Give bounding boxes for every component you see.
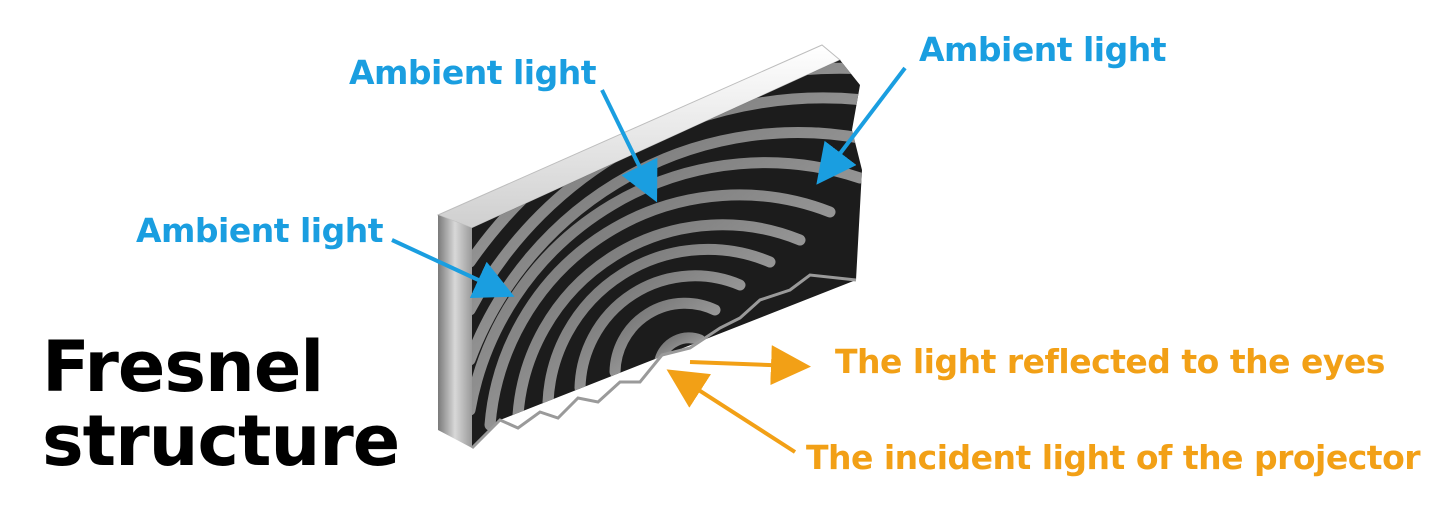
incident-light-label: The incident light of the projector	[806, 438, 1421, 477]
panel-left-side	[438, 215, 472, 448]
title-line-2: structure	[42, 400, 400, 482]
reflected-light-label: The light reflected to the eyes	[835, 342, 1385, 381]
fresnel-panel-face	[472, 60, 862, 448]
incident-arrow	[666, 369, 797, 454]
diagram-title: Fresnel structure	[42, 326, 400, 482]
ambient-light-label-left: Ambient light	[136, 211, 384, 250]
ambient-arrow-3	[391, 238, 515, 299]
reflected-arrow	[689, 345, 811, 386]
panel-stepped-edge	[470, 273, 857, 450]
ambient-arrow-1	[600, 89, 658, 203]
ambient-light-label-top-right: Ambient light	[919, 30, 1167, 69]
ambient-light-label-top-center: Ambient light	[349, 53, 597, 92]
ambient-arrow-2	[816, 66, 907, 185]
title-line-1: Fresnel	[42, 326, 324, 408]
